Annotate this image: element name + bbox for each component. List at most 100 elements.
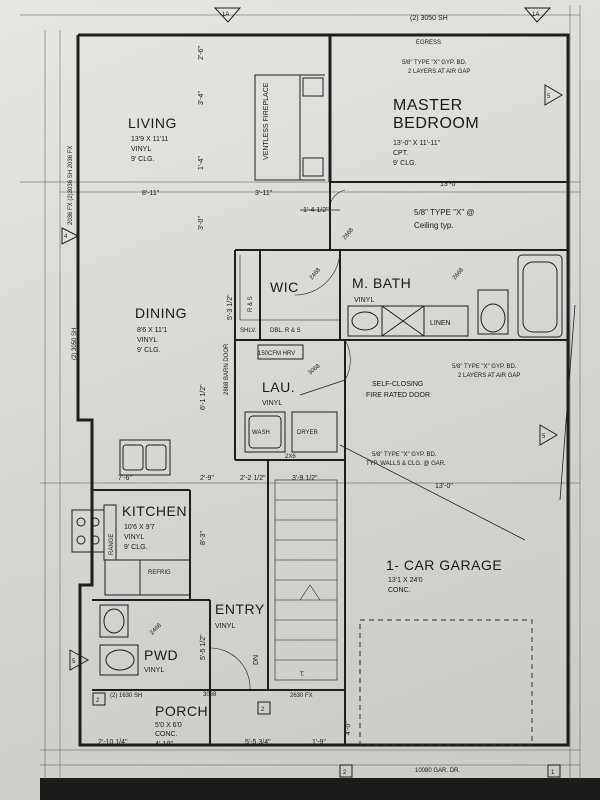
dim-entry-v: 5'-5 1/2"	[200, 634, 207, 660]
kitchen-ceiling: 9' CLG.	[124, 544, 148, 551]
garage-size: 13'1 X 24'0	[388, 577, 423, 584]
ceiling-note-2: Ceiling typ.	[414, 221, 454, 230]
porch-title: PORCH	[155, 703, 208, 719]
gyp-mid-note-1: 5/8" TYPE "X" GYP. BD.	[452, 364, 517, 370]
tag-5-mid: 5	[542, 434, 546, 440]
porch-size: 5'0 X 6'0	[155, 722, 182, 729]
entry-title: ENTRY	[215, 601, 265, 617]
dim-dining-v1: 5'-3 1/2"	[227, 294, 234, 320]
stairs-down-label: DN	[253, 655, 260, 665]
master-floor: CPT.	[393, 150, 408, 157]
tag-2-porch: 2	[261, 707, 265, 713]
laundry-title: LAU.	[262, 379, 295, 395]
door-swings	[209, 189, 351, 691]
entry-floor: VINYL	[215, 623, 235, 630]
window-top-master: (2) 3050 SH	[410, 15, 448, 22]
living-ceiling: 9' CLG.	[131, 156, 155, 163]
exterior-walls	[76, 33, 570, 747]
kitchen-floor: VINYL	[124, 534, 144, 541]
dim-master-h1: 13'-0"	[440, 181, 458, 188]
window-pwd: (2) 1630 SH	[110, 693, 142, 699]
door-tag-6: 3068	[203, 692, 217, 698]
porch-dim: 4'-10"	[155, 741, 173, 748]
dim-bottom-2: 5'-5 3/4"	[245, 739, 271, 746]
dim-living-v1: 2'-6"	[198, 46, 205, 60]
gyp-mid-note-2: 2 LAYERS AT AIR GAP	[458, 373, 520, 379]
stairs	[274, 479, 338, 681]
grid-lines	[20, 5, 581, 780]
dim-row-a3: 2'-2 1/2"	[240, 475, 266, 482]
tag-2-bottom: 2	[343, 770, 347, 776]
door-tag-3: 2668	[452, 267, 466, 282]
dim-porch-v: 4'-0"	[345, 721, 352, 735]
dim-dining-v2: 6'-1 1/2"	[200, 384, 207, 410]
powder-fixtures	[99, 604, 139, 676]
door-tag-4: 3068	[307, 363, 322, 377]
dining-floor: VINYL	[137, 337, 157, 344]
rod-shelf-label: R & S	[248, 296, 254, 312]
gyp-gar-note-2: TYP. WALLS & CLG. @ GAR.	[366, 461, 446, 467]
dim-row-a2: 2'-9"	[200, 475, 214, 482]
dim-living-v2: 3'-4"	[198, 91, 205, 105]
dryer-label: DRYER	[297, 430, 319, 436]
tag-5-left: 5	[72, 659, 76, 665]
shelf-right-label: DBL. R & S	[270, 328, 301, 334]
dim-bottom-1: 2'-10 1/4"	[98, 739, 128, 746]
living-title: LIVING	[128, 115, 177, 131]
dining-ceiling: 9' CLG.	[137, 347, 161, 354]
wic-shelves	[239, 255, 340, 321]
door-tag-5: 2468	[149, 622, 163, 636]
laundry-floor: VINYL	[262, 400, 282, 407]
master-title-1: MASTER	[393, 97, 463, 114]
master-ceiling: 9' CLG.	[393, 160, 417, 167]
dim-living-h3: 1'-4 1/2"	[303, 207, 329, 214]
window-left-living: 2036 FX (2)3036 SH 2036 FX	[68, 146, 74, 225]
gyp-top-note-2: 2 LAYERS AT AIR GAP	[408, 69, 470, 75]
fireplace	[254, 74, 325, 181]
leader-lines	[299, 209, 576, 541]
living-size: 13'9 X 11'11	[131, 136, 169, 143]
hrv-label: 150CFM HRV	[258, 351, 295, 357]
dining-size: 8'6 X 11'1	[137, 327, 167, 334]
ceiling-note-1: 5/8" TYPE "X" @	[414, 208, 475, 217]
pwd-floor: VINYL	[144, 667, 164, 674]
shelf-left-label: SHLV.	[240, 328, 257, 334]
refrig-label: REFRIG	[148, 570, 171, 576]
washer-label: WASH	[252, 430, 270, 436]
porch-floor: CONC.	[155, 731, 178, 738]
tag-2-pwd: 2	[96, 698, 100, 704]
tag-4-left: 4	[64, 234, 68, 240]
bath-fixtures	[347, 254, 563, 338]
section-marker-a-right: 1A	[532, 12, 539, 18]
paper-edge-shadow	[40, 778, 600, 800]
section-markers	[61, 7, 563, 778]
interior-walls	[92, 181, 568, 745]
dim-bottom-3: 1'-9"	[312, 739, 326, 746]
master-size: 13'-0" X 11'-11"	[393, 140, 441, 147]
garage-title: 1- CAR GARAGE	[386, 557, 502, 573]
tag-5-top: 5	[547, 94, 551, 100]
section-marker-a-left: 1A	[222, 12, 229, 18]
door-tag-1: 2668	[342, 227, 356, 242]
dim-garage-w: 13'-0"	[435, 483, 453, 490]
door-tag-2: 2468	[309, 267, 323, 282]
range-label: RANGE	[109, 534, 115, 555]
living-floor: VINYL	[131, 146, 151, 153]
gyp-top-note-1: 5/8" TYPE "X" GYP. BD.	[402, 60, 467, 66]
kitchen-title: KITCHEN	[122, 503, 187, 519]
kitchen-fixtures	[71, 439, 191, 596]
garage-floor: CONC.	[388, 587, 411, 594]
garage-door-label: 10080 GAR. DR.	[415, 768, 460, 774]
barn-door-label: 2868 BARN DOOR	[224, 343, 230, 395]
self-closing-note-1: SELF-CLOSING	[372, 381, 423, 388]
dim-row-a1: 7'-6"	[118, 475, 132, 482]
dim-kitchen-v: 8'-3"	[200, 531, 207, 545]
dim-living-v4: 3'-0"	[198, 216, 205, 230]
master-title-2: BEDROOM	[393, 115, 479, 132]
mbath-title: M. BATH	[352, 275, 411, 291]
wic-title: WIC	[270, 279, 299, 295]
dim-fp-w: 2X6	[285, 454, 296, 460]
tag-t: T.	[300, 672, 305, 678]
